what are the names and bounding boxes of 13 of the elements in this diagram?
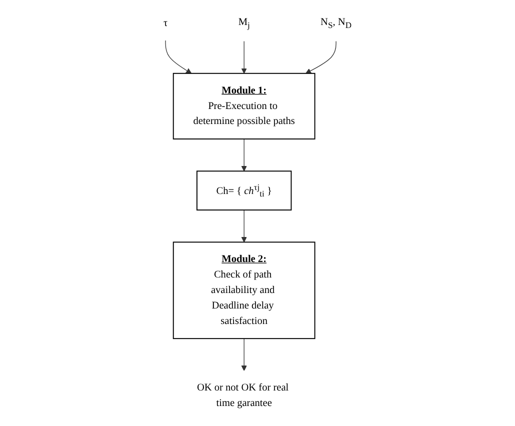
arrow bbox=[241, 138, 247, 172]
arrow bbox=[165, 40, 192, 74]
arrow bbox=[241, 210, 247, 242]
node-text: OK or not OK for real time garantee bbox=[196, 382, 289, 409]
arrow bbox=[306, 40, 336, 74]
node-box: Module 1: Pre-Execution to determine possible paths bbox=[172, 72, 316, 140]
node-box: Ch= { ch$^{τj}$$_{ti}$ } bbox=[196, 170, 292, 210]
arrow bbox=[241, 338, 247, 371]
node-text: τ bbox=[163, 17, 168, 28]
node-text: N$_{S}$, N$_{D}$ bbox=[320, 16, 352, 30]
node-text: M$_{j}$ bbox=[238, 16, 250, 30]
node-box: Module 2: Check of path availability and Deadline delay satisfaction bbox=[172, 242, 316, 340]
arrow bbox=[241, 40, 247, 74]
